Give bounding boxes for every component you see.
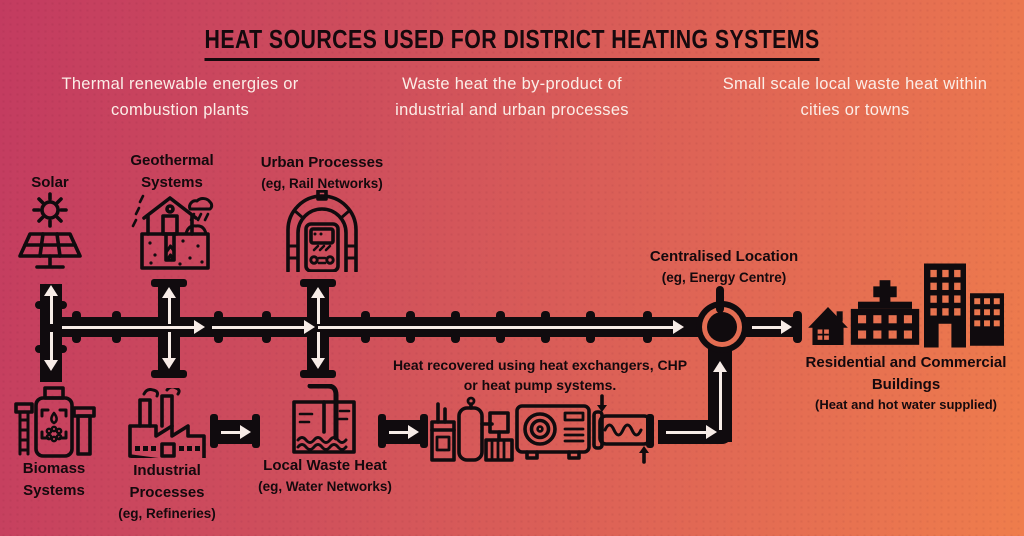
flow-arrow-elbow-right bbox=[666, 430, 706, 434]
label-geothermal: Geothermal Systems bbox=[130, 152, 214, 191]
flow-arrow-to-localwaste bbox=[316, 332, 320, 358]
label-destination-title: Residential and Commercial Buildings bbox=[805, 354, 1007, 393]
heat-pump-unit-icon bbox=[515, 404, 591, 460]
house-icon bbox=[808, 307, 848, 345]
flow-arrow-segment-b bbox=[389, 430, 408, 434]
label-recovery-note: Heat recovered using heat exchangers, CH… bbox=[392, 357, 688, 394]
pipe-cap bbox=[252, 414, 260, 448]
label-central-title: Centralised Location bbox=[649, 248, 799, 265]
flow-arrow-elbow-up bbox=[718, 372, 722, 430]
page-title: HEAT SOURCES USED FOR DISTRICT HEATING S… bbox=[204, 24, 820, 61]
pump-hub-core bbox=[707, 312, 737, 342]
label-destination-note: (Heat and hot water supplied) bbox=[814, 396, 997, 412]
biomass-digester-tank-icon bbox=[14, 386, 96, 458]
label-destination: Residential and Commercial Buildings (He… bbox=[800, 352, 1012, 414]
office-tower-icon bbox=[924, 263, 966, 348]
pipe-cap bbox=[300, 370, 336, 378]
flow-arrow-segment-a bbox=[221, 430, 240, 434]
pipe-cap bbox=[151, 279, 187, 287]
flow-arrow-to-industrial bbox=[167, 332, 171, 358]
flow-arrow-to-solar bbox=[49, 296, 53, 324]
water-tank-icon bbox=[292, 384, 356, 454]
train-in-tunnel-icon bbox=[286, 190, 358, 272]
column-header-local-waste: Small scale local waste heat within citi… bbox=[722, 75, 988, 119]
label-industrial: Industrial Processes (eg, Refineries) bbox=[108, 460, 226, 523]
hospital-icon bbox=[850, 280, 920, 345]
label-central-note: (eg, Energy Centre) bbox=[661, 269, 787, 285]
pipe-cap bbox=[793, 311, 802, 343]
office-tower-icon bbox=[970, 293, 1004, 346]
label-local-waste: Local Waste Heat (eg, Water Networks) bbox=[245, 455, 405, 496]
label-industrial-title: Industrial Processes bbox=[129, 462, 205, 501]
factory-with-chimneys-icon bbox=[128, 388, 206, 458]
pipe-cap bbox=[378, 414, 386, 448]
label-urban: Urban Processes (eg, Rail Networks) bbox=[252, 152, 392, 193]
label-local-waste-note: (eg, Water Networks) bbox=[258, 478, 392, 494]
flow-arrow-to-geothermal bbox=[167, 298, 171, 324]
label-solar: Solar bbox=[31, 174, 69, 191]
flow-arrow-main-3 bbox=[318, 325, 673, 329]
label-industrial-note: (eg, Refineries) bbox=[118, 505, 216, 521]
flow-arrow-to-urban bbox=[316, 298, 320, 324]
title-wrap: HEAT SOURCES USED FOR DISTRICT HEATING S… bbox=[0, 24, 1024, 61]
column-header-waste-heat: Waste heat the by-product of industrial … bbox=[395, 75, 629, 119]
label-urban-title: Urban Processes bbox=[260, 154, 384, 171]
pipe-cap bbox=[210, 414, 218, 448]
flow-arrow-main-2 bbox=[212, 325, 304, 329]
heat-exchanger-icon bbox=[592, 394, 652, 464]
label-central: Centralised Location (eg, Energy Centre) bbox=[614, 246, 834, 287]
label-biomass: Biomass Systems bbox=[22, 460, 86, 499]
sun-and-solar-panel-icon bbox=[18, 192, 82, 269]
label-urban-note: (eg, Rail Networks) bbox=[261, 175, 383, 191]
flow-arrow-output bbox=[752, 325, 781, 329]
label-local-waste-title: Local Waste Heat bbox=[263, 457, 387, 474]
pump-hub-stem bbox=[716, 286, 724, 313]
pipe-cap bbox=[300, 279, 336, 287]
column-header-renewables: Thermal renewable energies or combustion… bbox=[61, 75, 299, 119]
chp-boiler-icon bbox=[430, 396, 514, 462]
pipe-cap bbox=[420, 414, 428, 448]
house-with-ground-loop-icon bbox=[131, 194, 214, 270]
pipe-cap bbox=[151, 370, 187, 378]
flow-arrow-main-1 bbox=[62, 325, 194, 329]
flow-arrow-to-biomass bbox=[49, 332, 53, 360]
